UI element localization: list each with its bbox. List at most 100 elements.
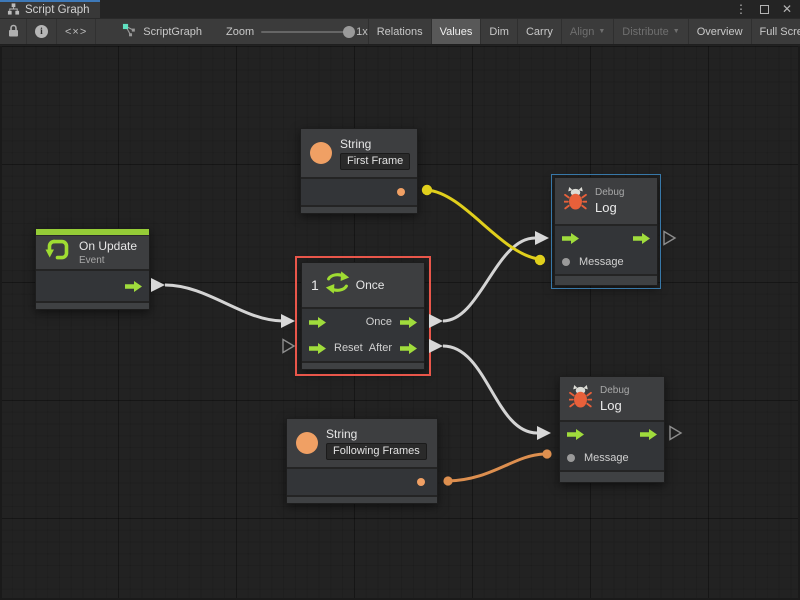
node-title: String [326, 426, 358, 441]
code-angle-icon: <×> [65, 25, 88, 38]
string-value-input[interactable]: Following Frames [326, 442, 427, 460]
window-tab-bar: Script Graph ⋮ ✕ [0, 0, 800, 18]
reset-input-port[interactable] [309, 342, 326, 354]
node-category: Debug [600, 384, 630, 396]
wire-string-to-message-top[interactable] [426, 188, 539, 261]
node-category: Debug [595, 187, 625, 198]
chevron-down-icon: ▼ [598, 28, 606, 35]
button-label: Full Screen [759, 25, 800, 38]
message-input-port[interactable] [567, 454, 575, 462]
button-label: Distribute [622, 25, 669, 38]
window-close-icon[interactable]: ✕ [781, 2, 792, 16]
control-output-port[interactable] [640, 428, 657, 440]
values-button[interactable]: Values [430, 19, 481, 44]
port-label: Once [365, 316, 392, 328]
wire-endpoint [421, 184, 433, 196]
button-label: Align [569, 25, 595, 38]
cycle-arrows-icon [325, 271, 350, 299]
tab-title: Script Graph [25, 4, 90, 16]
reset-port-stub[interactable] [282, 338, 296, 354]
wire-string-to-message-bottom[interactable] [447, 452, 545, 483]
node-title: Log [600, 397, 622, 413]
hierarchy-icon [7, 2, 20, 18]
window-menu-icon[interactable]: ⋮ [734, 2, 747, 16]
string-output-port[interactable] [417, 478, 425, 486]
script-graph-icon [122, 23, 137, 40]
button-label: Values [439, 25, 473, 38]
wire-once-to-debug-bottom[interactable] [442, 344, 538, 435]
bug-icon [563, 186, 588, 216]
button-label: Carry [525, 25, 553, 38]
port-label: After [368, 342, 392, 354]
node-title: Once [355, 278, 385, 292]
button-label: Dim [489, 25, 509, 38]
bug-icon [568, 384, 593, 414]
lock-button[interactable] [0, 19, 27, 44]
port-label: Reset [334, 342, 363, 354]
window-maximize-icon[interactable] [759, 4, 769, 14]
once-count: 1 [311, 277, 319, 293]
zoom-slider[interactable] [261, 25, 356, 38]
string-type-icon [296, 432, 318, 454]
graph-toolbar: i <×> ScriptGraph Zoom 1x Relations Valu… [0, 18, 800, 45]
port-label: Message [584, 452, 629, 464]
wire-on-update-to-once[interactable] [164, 283, 284, 323]
zoom-value: 1x [356, 25, 368, 38]
chevron-down-icon: ▼ [672, 28, 680, 35]
button-label: Overview [696, 25, 743, 38]
event-accent-strip [36, 229, 149, 235]
align-dropdown-button[interactable]: Align▼ [560, 19, 613, 44]
graph-canvas[interactable]: String First Frame Debug Log Message [0, 46, 800, 600]
inspect-button[interactable]: i [27, 19, 57, 44]
string-value-input[interactable]: First Frame [340, 152, 411, 170]
node-debug-log-bottom[interactable]: Debug Log Message [559, 376, 665, 483]
zoom-label: Zoom [225, 25, 255, 38]
node-string-first-frame[interactable]: String First Frame [300, 128, 418, 214]
on-update-loop-icon [45, 237, 71, 268]
code-preview-button[interactable]: <×> [57, 19, 97, 44]
message-input-port[interactable] [562, 258, 570, 266]
node-title: String [340, 136, 372, 151]
node-debug-log-top[interactable]: Debug Log Message [551, 174, 661, 289]
graph-name-label: ScriptGraph [143, 25, 202, 38]
once-output-port[interactable] [400, 316, 417, 328]
node-title: Log [595, 200, 617, 215]
wire-stub [429, 314, 443, 328]
lock-icon [8, 24, 19, 40]
node-string-following-frames[interactable]: String Following Frames [286, 418, 438, 504]
wire-arrowhead [281, 314, 295, 328]
button-label: Relations [376, 25, 423, 38]
string-output-port[interactable] [397, 188, 405, 196]
zoom-slider-handle[interactable] [343, 25, 356, 38]
carry-button[interactable]: Carry [516, 19, 561, 44]
wire-endpoint [534, 254, 546, 266]
full-screen-button[interactable]: Full Screen [750, 19, 800, 44]
wire-stub [151, 278, 165, 292]
wire-endpoint [443, 476, 453, 486]
node-title: On Update [79, 239, 138, 253]
wire-stub [429, 339, 443, 353]
dim-button[interactable]: Dim [480, 19, 517, 44]
control-output-port[interactable] [633, 232, 650, 244]
string-type-icon [310, 142, 332, 164]
wire-once-to-debug-top[interactable] [442, 236, 536, 323]
tab-script-graph[interactable]: Script Graph [0, 0, 100, 18]
debug-top-output-stub[interactable] [663, 230, 677, 246]
control-input-port[interactable] [567, 428, 584, 440]
after-output-port[interactable] [400, 342, 417, 354]
node-subtitle: Event [79, 255, 105, 266]
enter-input-port[interactable] [309, 316, 326, 328]
node-once[interactable]: 1 Once Once Reset After [295, 256, 431, 376]
distribute-dropdown-button[interactable]: Distribute▼ [613, 19, 687, 44]
wire-arrowhead [535, 231, 549, 245]
node-on-update-event[interactable]: On Update Event [35, 228, 150, 310]
wire-endpoint [542, 449, 552, 459]
info-icon: i [35, 25, 48, 38]
debug-bottom-output-stub[interactable] [669, 425, 683, 441]
overview-button[interactable]: Overview [687, 19, 751, 44]
port-label: Message [579, 256, 624, 268]
control-input-port[interactable] [562, 232, 579, 244]
control-output-port[interactable] [125, 280, 142, 292]
wire-arrowhead [537, 426, 551, 440]
relations-button[interactable]: Relations [367, 19, 431, 44]
